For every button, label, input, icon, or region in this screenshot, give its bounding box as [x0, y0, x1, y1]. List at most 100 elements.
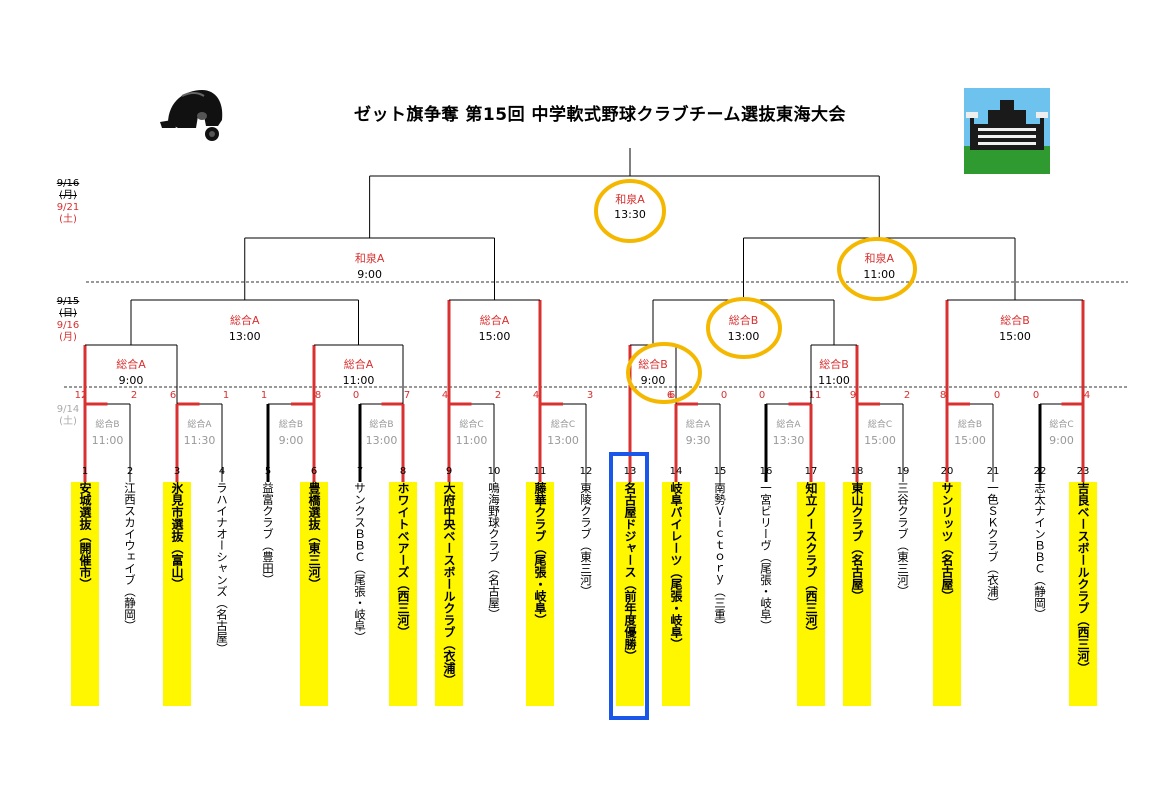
qf-circle [706, 297, 782, 359]
team-seed: 15 [713, 466, 727, 477]
team-name: 東山クラブ（名古屋） [843, 482, 871, 706]
r2-venue: 総合A [116, 357, 146, 371]
team-name: ラハイナオーシャンズ（名古屋） [215, 482, 229, 655]
team-name: 鳴海野球クラブ（名古屋） [487, 482, 501, 620]
r1-time: 13:30 [773, 434, 805, 447]
team-seed: 5 [264, 466, 272, 477]
r1-score: 6 [170, 390, 176, 401]
r1-time: 11:00 [92, 434, 124, 447]
team-name: 一色ＳＫクラブ（衣浦） [986, 482, 1000, 609]
team-seed: 6 [310, 466, 318, 477]
r1-score: 7 [404, 390, 410, 401]
team-seed: 11 [533, 466, 547, 477]
r1-time: 9:00 [1049, 434, 1074, 447]
r1-score: 0 [994, 390, 1000, 401]
r1-score: 2 [904, 390, 910, 401]
r1-score: 8 [940, 390, 946, 401]
r1-score: 3 [587, 390, 593, 401]
date-round-1: 9/14(土) [56, 404, 80, 427]
team-name: 益富クラブ（豊田） [261, 482, 275, 586]
qf-venue: 総合B [1000, 313, 1030, 327]
semi-venue: 和泉A [355, 251, 385, 265]
r1-score: 1 [261, 390, 267, 401]
r1-venue: 総合B [958, 418, 982, 430]
team-seed: 9 [445, 466, 453, 477]
team-name: 安城選抜（開催市） [71, 482, 99, 706]
qf-time: 15:00 [479, 330, 511, 343]
r1-time: 9:00 [279, 434, 304, 447]
team-name: サンクスＢＢＣ（尾張・岐阜） [353, 482, 367, 643]
r1-score: 0 [353, 390, 359, 401]
defending-champion-box [609, 452, 649, 720]
team-seed: 3 [173, 466, 181, 477]
team-name: 大府中央ベースボールクラブ（衣浦） [435, 482, 463, 706]
r1-venue: 総合A [776, 418, 801, 430]
team-name: 三谷クラブ（東三河） [896, 482, 910, 597]
team-seed: 7 [356, 466, 364, 477]
r1-venue: 総合C [1049, 418, 1073, 430]
final-venue: 和泉A [615, 192, 645, 206]
team-name: 志太ナインＢＢＣ（静岡） [1033, 482, 1047, 620]
r1-time: 15:00 [954, 434, 986, 447]
r1-time: 13:00 [366, 434, 398, 447]
r2-venue: 総合B [638, 357, 668, 371]
r1-venue: 総合C [459, 418, 483, 430]
qf-venue: 総合A [480, 313, 510, 327]
team-seed: 20 [940, 466, 954, 477]
final-time: 13:30 [614, 208, 646, 221]
r2-venue: 総合A [344, 357, 374, 371]
team-seed: 10 [487, 466, 501, 477]
qf-time: 15:00 [999, 330, 1031, 343]
r2-circle [626, 342, 702, 404]
qf-time: 13:00 [229, 330, 261, 343]
qf-time: 13:00 [728, 330, 760, 343]
team-seed: 17 [804, 466, 818, 477]
r1-venue: 総合B [95, 418, 119, 430]
r1-score: 0 [1033, 390, 1039, 401]
r1-time: 13:00 [547, 434, 579, 447]
r1-score: 2 [131, 390, 137, 401]
r1-score: 4 [533, 390, 539, 401]
team-seed: 18 [850, 466, 864, 477]
r1-venue: 総合B [279, 418, 303, 430]
team-name: 東陵クラブ（東三河） [579, 482, 593, 597]
r1-score: 0 [721, 390, 727, 401]
r1-venue: 総合A [187, 418, 212, 430]
team-seed: 13 [623, 466, 637, 477]
r1-score: 1 [223, 390, 229, 401]
team-name: 南勢Ｖｉｃｔｏｒｙ（三重） [713, 482, 727, 632]
team-name: 名古屋ドジャース（前年度優勝） [616, 482, 644, 706]
date-round-2-qf: 9/15(日) 9/16(月) [56, 296, 80, 343]
r1-venue: 総合B [369, 418, 393, 430]
team-name: 藤華クラブ（尾張・岐阜） [526, 482, 554, 706]
r1-venue: 総合C [868, 418, 892, 430]
r1-score: 8 [315, 390, 321, 401]
r1-venue: 総合C [551, 418, 575, 430]
semi-circle [837, 237, 917, 301]
qf-venue: 総合B [729, 313, 759, 327]
final-circle [594, 179, 666, 243]
team-seed: 19 [896, 466, 910, 477]
score: 6 [667, 390, 673, 401]
team-name: 岐阜パイレーツ（尾張・岐阜） [662, 482, 690, 706]
team-seed: 21 [986, 466, 1000, 477]
qf-venue: 総合A [230, 313, 260, 327]
r1-time: 9:30 [686, 434, 711, 447]
r1-time: 11:30 [184, 434, 216, 447]
team-seed: 2 [126, 466, 134, 477]
r2-venue: 総合B [819, 357, 849, 371]
r2-time: 9:00 [641, 374, 666, 387]
team-seed: 12 [579, 466, 593, 477]
semi-time: 9:00 [357, 268, 382, 281]
r1-time: 15:00 [864, 434, 896, 447]
r1-score: 9 [850, 390, 856, 401]
team-name: サンリッツ（名古屋） [933, 482, 961, 706]
r1-score: 4 [1084, 390, 1090, 401]
team-seed: 22 [1033, 466, 1047, 477]
semi-venue: 和泉A [864, 251, 894, 265]
r1-score: 4 [442, 390, 448, 401]
team-name: 吉良ベースボールクラブ（西三河） [1069, 482, 1097, 706]
team-name: ホワイトベアーズ（西三河） [389, 482, 417, 706]
